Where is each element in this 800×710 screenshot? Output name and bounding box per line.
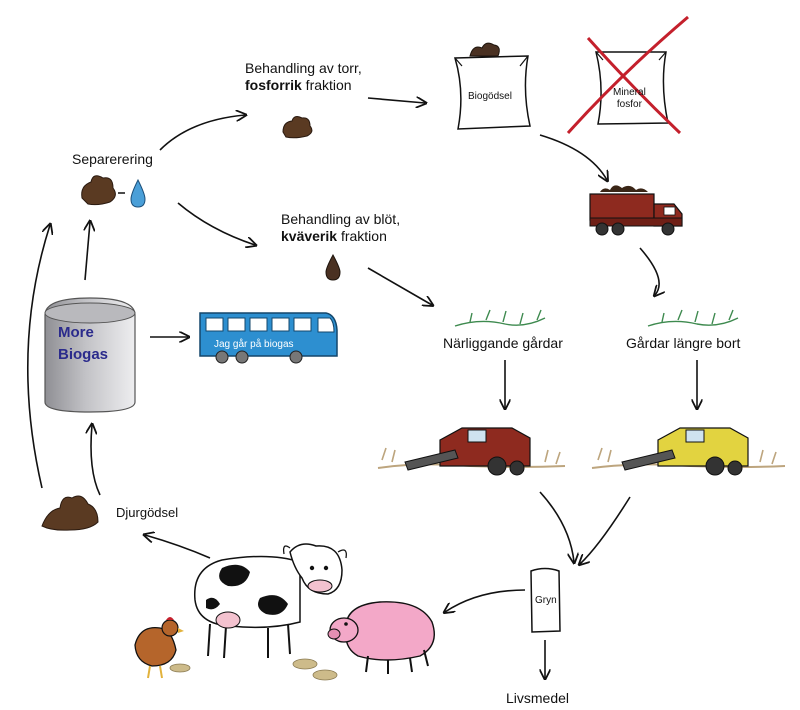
biogas-bus-icon [199,312,338,364]
arrow-blot-to-near-farms [367,267,432,305]
grain-piles [169,658,338,681]
biogas-silo-icon [44,297,136,413]
arrow-separering-to-blot [177,202,255,245]
arrow-djurgodsel-to-silo [91,425,101,496]
mineral-line1: Mineral [613,87,646,98]
far-farm-crops-icon [647,309,739,327]
dry-fraction-icon [282,116,313,139]
livsmedel-label: Livsmedel [506,690,570,706]
more-biogas-line1: More [58,324,94,341]
arrow-torr-to-biogodsel [367,98,425,103]
dry-fraction-rest: fraktion [301,77,352,93]
arrow-silo-to-separering [85,222,90,281]
arrow-red-harvester-to-gryn [539,491,574,562]
yellow-harvester-icon [591,427,786,476]
wet-fraction-rest: fraktion [337,228,387,244]
dry-manure-icon [81,175,116,206]
wet-fraction-label: Behandling av blöt, kväverik fraktion [281,211,400,245]
arrow-gryn-to-animals [445,589,526,612]
biogodsel-bag-icon [454,42,531,130]
arrow-outer-to-separering [27,225,50,489]
dry-fraction-line1: Behandling av torr, [245,60,362,76]
red-harvester-icon [377,427,566,476]
cross-out-icon [566,15,689,135]
arrow-yellow-harvester-to-gryn [580,496,631,564]
more-biogas-label: More Biogas [58,322,108,366]
djurgodsel-label: Djurgödsel [116,505,179,520]
biogodsel-label: Biogödsel [468,91,512,102]
gryn-label: Gryn [535,595,557,606]
cow-icon [194,543,347,659]
arrow-separering-to-torr [159,115,245,151]
wet-fraction-line1: Behandling av blöt, [281,211,401,227]
wet-fraction-drop-icon [325,253,341,281]
water-drop-icon [130,178,146,208]
arrow-truck-to-far-farms [639,247,659,295]
bus-slogan: Jag går på biogas [214,339,294,350]
hen-icon [134,617,184,679]
mineral-line2: fosfor [616,99,642,110]
near-farm-crops-icon [454,309,546,327]
djurgodsel-pile-icon [41,495,99,531]
gryn-bag-icon [530,567,561,633]
far-farms-label: Gårdar längre bort [626,335,741,351]
more-biogas-line2: Biogas [58,346,109,363]
arrow-animals-to-djurgodsel [145,535,211,559]
pig-icon [327,601,435,674]
manure-truck-icon [589,185,683,236]
wet-fraction-bold: kväverik [281,228,338,244]
mineral-fosfor-label: Mineral fosfor [613,87,646,111]
near-farms-label: Närliggande gårdar [443,335,563,351]
dry-fraction-bold: fosforrik [245,77,302,93]
flow-arrows [27,98,697,678]
separering-label: Separerering [72,151,153,167]
dry-fraction-label: Behandling av torr, fosforrik fraktion [245,60,362,94]
arrow-biogodsel-to-truck [539,134,607,180]
